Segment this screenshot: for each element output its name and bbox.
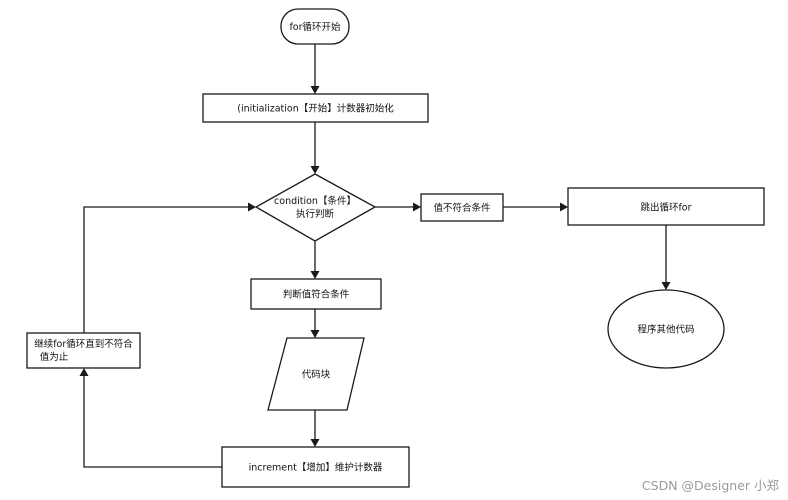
edge-increment-to-loop [83, 375, 222, 468]
not-match-box [420, 193, 504, 222]
code-block-label: 代码块 [302, 369, 331, 381]
not-match-label: 值不符合条件 [433, 202, 491, 214]
arrowhead [413, 202, 421, 212]
edge-loop-to-condition [83, 206, 249, 333]
node-increment: increment【增加】维护计数器 [221, 446, 410, 488]
node-exit: 跳出循环for [567, 187, 765, 226]
exit-box [567, 187, 765, 226]
arrowhead [79, 368, 89, 376]
loop-label-line2: 值为止 [40, 351, 69, 363]
code-block-parallelogram [267, 337, 365, 411]
increment-label: increment【增加】维护计数器 [249, 462, 383, 474]
other-code-ellipse [607, 289, 725, 369]
arrowhead [560, 202, 568, 212]
init-label: (initialization【开始】计数器初始化 [237, 103, 394, 115]
match-label: 判断值符合条件 [283, 289, 350, 301]
arrowhead [310, 86, 320, 94]
arrowhead [310, 271, 320, 279]
node-match: 判断值符合条件 [250, 278, 382, 310]
loop-box [26, 332, 141, 369]
condition-label-line1: condition【条件】 [274, 195, 356, 207]
init-box [202, 93, 429, 123]
start-label: for循环开始 [289, 21, 341, 33]
increment-box [221, 446, 410, 488]
arrowhead [661, 282, 671, 290]
other-code-label: 程序其他代码 [637, 324, 694, 336]
node-not-match: 值不符合条件 [420, 193, 504, 222]
condition-label-line2: 执行判断 [296, 208, 335, 220]
arrowhead [310, 439, 320, 447]
arrowhead [248, 202, 256, 212]
condition-diamond [254, 173, 377, 242]
exit-label: 跳出循环for [640, 202, 691, 214]
start-terminal [280, 8, 350, 45]
watermark: CSDN @Designer 小郑 [642, 478, 780, 493]
match-box [250, 278, 382, 310]
node-loop: 继续for循环直到不符合 值为止 [26, 332, 141, 369]
node-start: for循环开始 [280, 8, 350, 45]
loop-label-line1: 继续for循环直到不符合 [34, 338, 133, 350]
arrowhead [310, 166, 320, 174]
node-other-code: 程序其他代码 [607, 289, 725, 369]
node-condition: condition【条件】 执行判断 [254, 173, 377, 242]
arrowhead [310, 330, 320, 338]
node-code-block: 代码块 [267, 337, 365, 411]
connectors [79, 44, 671, 468]
node-init: (initialization【开始】计数器初始化 [202, 93, 429, 123]
